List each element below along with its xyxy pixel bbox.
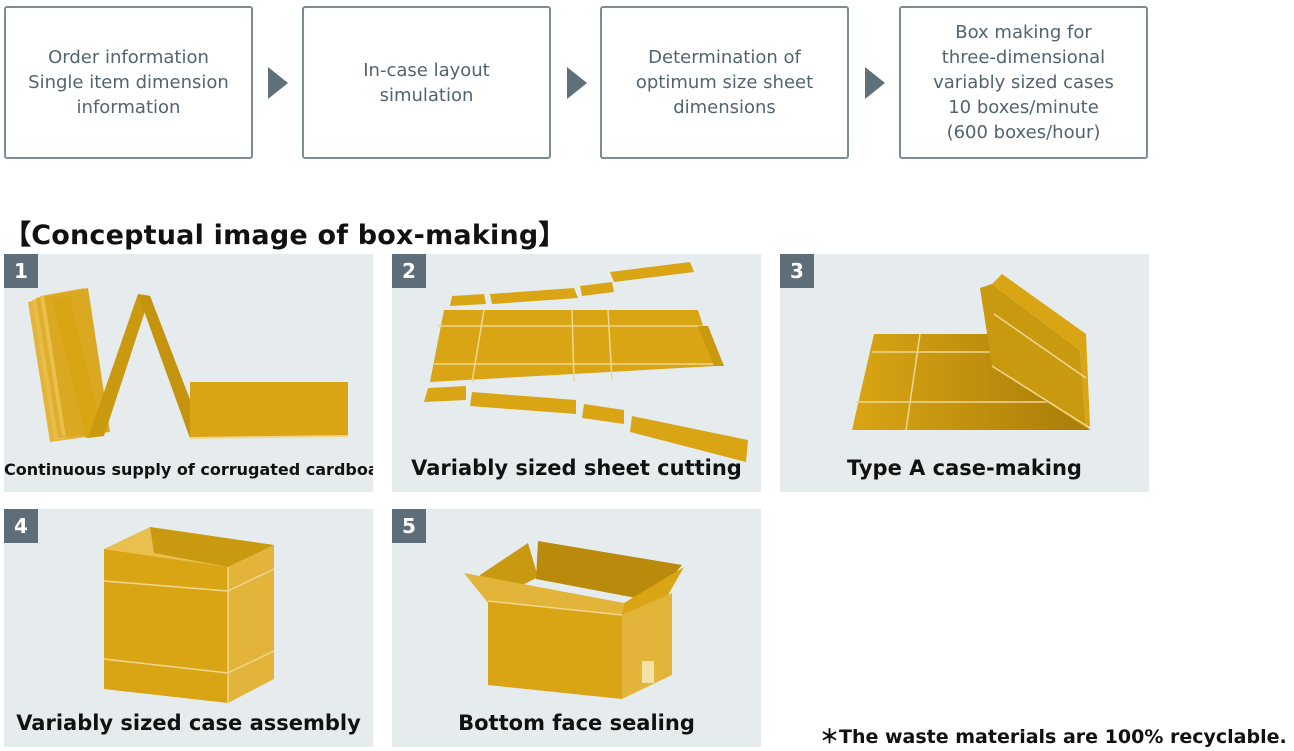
step-badge-5: 5: [392, 509, 426, 543]
panel-caption: Continuous supply of corrugated cardboar…: [4, 460, 373, 479]
panel-sheet-cutting: 2 Variably sized sheet cutting: [392, 254, 761, 492]
flow-step-box-making: Box making for three-dimensional variabl…: [899, 6, 1148, 159]
flow-arrow-icon: [567, 67, 587, 99]
fanfold-cardboard-illustration: [28, 288, 349, 442]
flow-step-order-information: Order information Single item dimension …: [4, 6, 253, 159]
step-badge-3: 3: [780, 254, 814, 288]
panel-caption: Variably sized case assembly: [16, 711, 361, 735]
step-badge-4: 4: [4, 509, 38, 543]
flow-step-in-case-layout: In-case layout simulation: [302, 6, 551, 159]
panel-continuous-supply: 1 Continuous supply of corrugated cardbo…: [4, 254, 373, 492]
panel-caption: Variably sized sheet cutting: [411, 456, 742, 480]
open-case-illustration: [103, 527, 275, 703]
section-title: 【Conceptual image of box-making】: [4, 220, 566, 251]
folding-case-illustration: [852, 274, 1091, 431]
recyclable-footnote: ＊The waste materials are 100% recyclable…: [820, 726, 1287, 748]
step-badge-2: 2: [392, 254, 426, 288]
panel-case-assembly: 4 Variably sized case assembly: [4, 509, 373, 747]
sealed-box-illustration: [464, 541, 684, 699]
panel-caption: Type A case-making: [847, 456, 1082, 480]
cut-sheets-illustration: [424, 262, 748, 462]
panel-caption: Bottom face sealing: [458, 711, 695, 735]
flow-arrow-icon: [268, 67, 288, 99]
panel-case-making: 3 Type A case-making: [780, 254, 1149, 492]
step-badge-1: 1: [4, 254, 38, 288]
panel-bottom-sealing: 5 Bottom face sealing: [392, 509, 761, 747]
flow-arrow-icon: [865, 67, 885, 99]
flow-step-sheet-dimensions: Determination of optimum size sheet dime…: [600, 6, 849, 159]
